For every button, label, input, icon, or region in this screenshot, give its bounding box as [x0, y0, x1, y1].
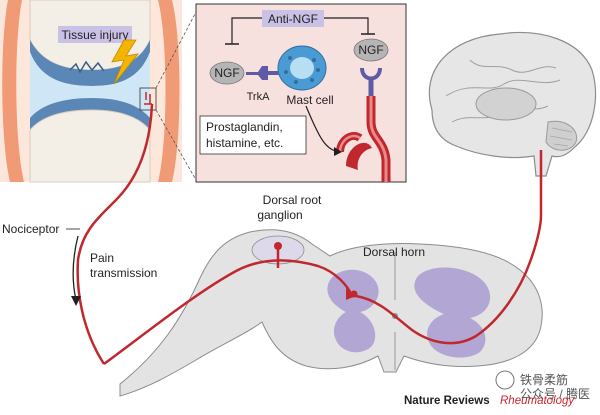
svg-text:Dorsal horn: Dorsal horn [363, 245, 425, 259]
svg-text:histamine, etc.: histamine, etc. [206, 136, 283, 150]
prostaglandin-label: Prostaglandin, histamine, etc. [199, 115, 307, 155]
svg-text:Prostaglandin,: Prostaglandin, [206, 120, 283, 134]
svg-text:Dorsal root: Dorsal root [263, 193, 322, 207]
svg-text:Mast cell: Mast cell [286, 93, 333, 107]
svg-text:Rheumatology: Rheumatology [500, 395, 575, 407]
svg-text:transmission: transmission [90, 266, 157, 280]
trka-receptor: TrkA [246, 66, 280, 103]
dorsal-root-ganglion-label: Dorsal root ganglion [257, 193, 322, 222]
watermark: 铁骨柔筋 公众号 / 腾医 [495, 370, 590, 401]
pain-transmission-label: Pain transmission [71, 235, 157, 306]
svg-text:Anti-NGF: Anti-NGF [268, 12, 318, 26]
svg-text:Nociceptor: Nociceptor [2, 222, 59, 236]
anti-ngf-label: Anti-NGF [262, 10, 324, 27]
svg-text:TrkA: TrkA [247, 91, 270, 103]
dorsal-horn-label: Dorsal horn [363, 245, 425, 259]
nerve-terminal-right [366, 96, 391, 182]
svg-text:Tissue injury: Tissue injury [62, 28, 129, 42]
spinal-cord-section [119, 229, 543, 397]
nociceptor-label: Nociceptor [2, 222, 80, 236]
journal-credit: Nature Reviews Rheumatology [404, 395, 575, 407]
svg-text:NGF: NGF [214, 66, 239, 80]
nerve-terminal-bottom [336, 131, 372, 170]
lightning-icon [111, 39, 139, 85]
nociceptor-nerve-fiber [76, 103, 543, 366]
ngf-left: NGF [209, 61, 245, 85]
trka-receptor-right [360, 67, 382, 96]
ngf-right: NGF [353, 38, 389, 62]
brain [428, 31, 597, 177]
svg-text:ganglion: ganglion [257, 208, 302, 222]
svg-text:公众号 / 腾医: 公众号 / 腾医 [520, 386, 590, 401]
svg-text:Nature Reviews: Nature Reviews [404, 395, 490, 407]
svg-text:铁骨柔筋: 铁骨柔筋 [520, 372, 568, 387]
svg-text:NGF: NGF [358, 43, 383, 57]
nerve-ending-marker [139, 87, 157, 111]
svg-text:Pain: Pain [90, 251, 114, 265]
tissue-injury-label: Tissue injury [58, 26, 132, 43]
mast-cell: Mast cell [277, 45, 334, 107]
